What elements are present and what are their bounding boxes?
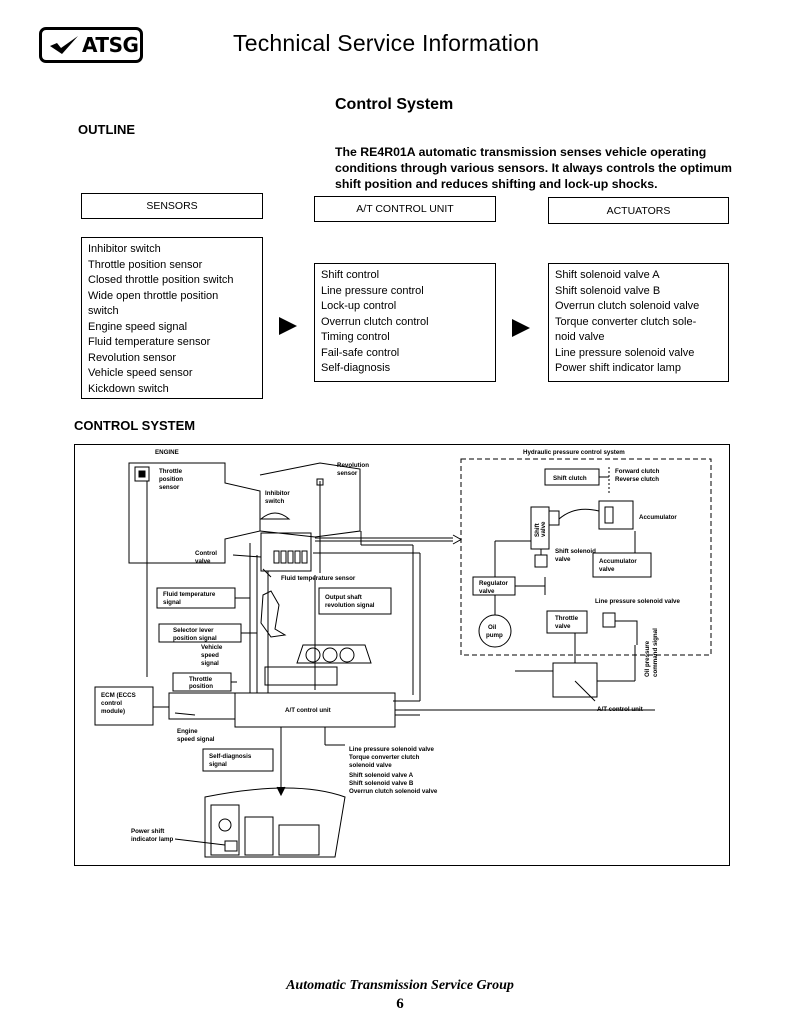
list-item: Shift solenoid valve A bbox=[555, 269, 660, 281]
accumulator-1-icon bbox=[598, 500, 634, 530]
shift-valve-label-2: valve bbox=[540, 521, 547, 537]
line-pressure-solenoid-label: Line pressure solenoid valve bbox=[595, 598, 680, 605]
actuators-header-box: ACTUATORS bbox=[548, 197, 729, 224]
logo-text: ATSG bbox=[82, 33, 139, 57]
list-item: Fluid temperature sensor bbox=[88, 336, 211, 348]
throttle-sensor-icon bbox=[134, 466, 150, 482]
right-arrow-icon bbox=[279, 317, 297, 335]
actuators-heading: ACTUATORS bbox=[606, 204, 671, 217]
sensors-list-box: Inhibitor switch Throttle position senso… bbox=[81, 237, 263, 399]
list-item: Revolution sensor bbox=[88, 351, 177, 364]
hydraulic-system-label: Hydraulic pressure control system bbox=[523, 449, 625, 456]
list-item: Closed throttle position switch bbox=[88, 274, 234, 286]
control-unit-list-box: Shift control Line pressure control Lock… bbox=[314, 263, 496, 382]
oil-pump-icon bbox=[478, 614, 512, 648]
accumulator-1-label: Accumulator bbox=[639, 514, 677, 521]
selector-lever-icon bbox=[260, 590, 287, 638]
page-number: 6 bbox=[396, 996, 404, 1012]
list-item: Power shift indicator lamp bbox=[555, 362, 681, 374]
footer-organization: Automatic Transmission Service Group bbox=[286, 978, 514, 993]
at-control-unit-label: A/T control unit bbox=[285, 707, 331, 714]
shift-clutch-label: Shift clutch bbox=[553, 475, 587, 482]
list-item: Self-diagnosis bbox=[321, 362, 391, 374]
checkmark-icon bbox=[50, 36, 78, 54]
list-item: Line pressure solenoid valve bbox=[555, 346, 695, 359]
list-item: Overrun clutch solenoid valve bbox=[555, 300, 700, 312]
speedometer-box bbox=[264, 666, 338, 686]
gauge-cluster-icon bbox=[296, 644, 372, 664]
list-item: Lock-up control bbox=[321, 300, 397, 312]
power-shift-lamp-icon bbox=[224, 840, 238, 852]
outline-intro-text: The RE4R01A automatic transmission sense… bbox=[335, 145, 732, 191]
list-item: Line pressure control bbox=[321, 284, 424, 297]
oil-pressure-signal-label: Oil pressurecommand signal bbox=[644, 628, 659, 677]
section-title: Control System bbox=[335, 96, 454, 113]
inhibitor-switch-icon bbox=[259, 512, 291, 520]
atsg-logo: ATSG bbox=[39, 27, 143, 63]
list-item: Inhibitor switch bbox=[88, 243, 161, 255]
engine-label: ENGINE bbox=[155, 449, 179, 456]
shift-valve-box bbox=[530, 506, 550, 550]
outline-heading: OUTLINE bbox=[78, 122, 136, 137]
ecm-box bbox=[94, 686, 154, 726]
page-header-title: Technical Service Information bbox=[233, 30, 540, 56]
control-unit-header-box: A/T CONTROL UNIT bbox=[314, 196, 496, 222]
actuators-list-box: Shift solenoid valve A Shift solenoid va… bbox=[548, 263, 729, 382]
control-valve-body bbox=[260, 532, 312, 572]
self-diagnosis-box bbox=[202, 748, 274, 772]
throttle-valve-box bbox=[546, 610, 588, 634]
list-item: Shift control bbox=[321, 269, 380, 281]
list-item: Fail-safe control bbox=[321, 346, 400, 359]
at-control-unit-2-box bbox=[552, 662, 598, 698]
list-item: Torque converter clutch sole- bbox=[555, 315, 697, 328]
shift-solenoid-icon bbox=[534, 554, 548, 568]
list-item: Kickdown switch bbox=[88, 382, 169, 395]
list-item: Overrun clutch control bbox=[321, 315, 429, 328]
list-item: Shift solenoid valve B bbox=[555, 284, 661, 297]
revolution-sensor-icon bbox=[316, 478, 324, 486]
at-control-unit-2-label: A/T control unit bbox=[597, 706, 643, 713]
control-system-heading: CONTROL SYSTEM bbox=[74, 418, 196, 433]
list-item: noid valve bbox=[555, 331, 605, 343]
list-item: Timing control bbox=[321, 331, 390, 343]
fluid-temp-sensor-label: Fluid temperature sensor bbox=[281, 575, 356, 582]
output-shaft-signal-box bbox=[318, 587, 392, 615]
sensors-header-box: SENSORS bbox=[81, 193, 263, 219]
right-arrow-icon bbox=[512, 319, 530, 337]
shift-valve-label: Shift bbox=[534, 523, 541, 537]
control-unit-heading: A/T CONTROL UNIT bbox=[356, 203, 454, 215]
list-item: Throttle position sensor bbox=[88, 258, 203, 271]
list-item: Wide open throttle position bbox=[88, 289, 219, 302]
hydraulic-system-box bbox=[460, 458, 712, 656]
list-item: Engine speed signal bbox=[88, 320, 188, 333]
list-item: Vehicle speed sensor bbox=[88, 367, 193, 379]
dashboard-icon bbox=[204, 787, 346, 858]
accumulator-valve-box bbox=[592, 552, 652, 578]
sensors-heading: SENSORS bbox=[146, 200, 198, 212]
transmission-outline bbox=[259, 462, 361, 538]
list-item: switch bbox=[88, 305, 119, 317]
